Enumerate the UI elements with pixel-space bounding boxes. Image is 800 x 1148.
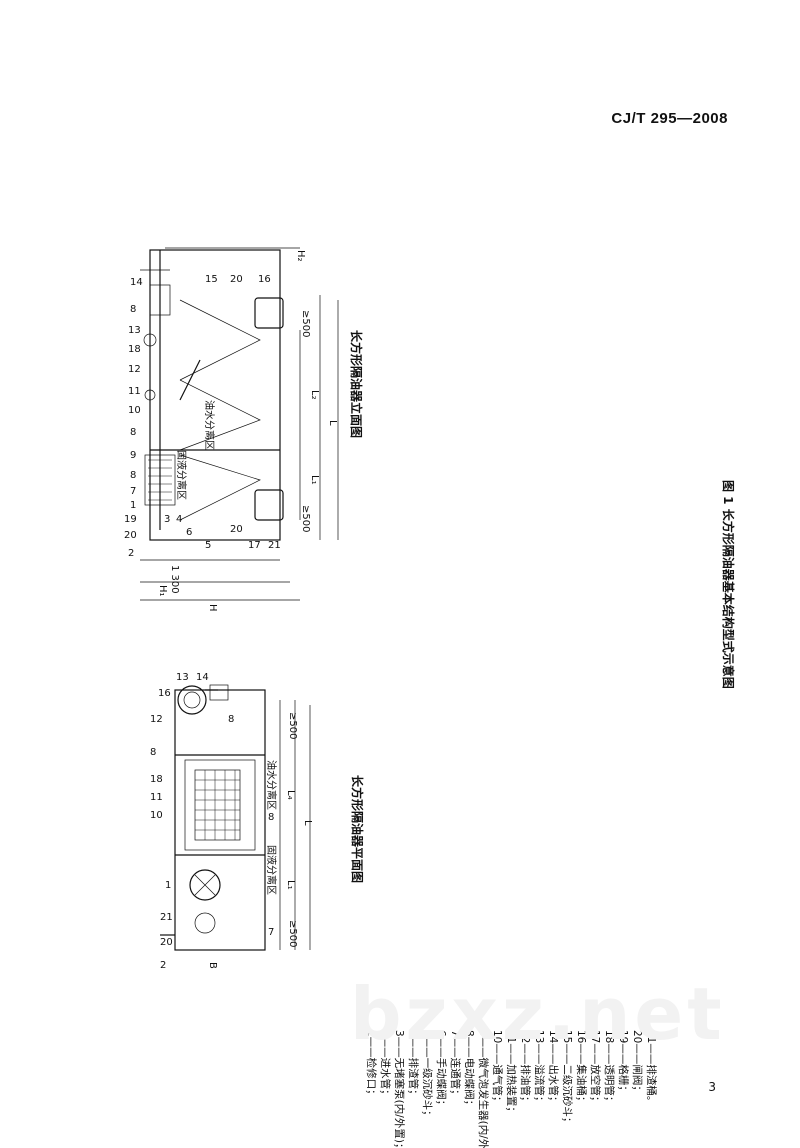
callout: 20: [230, 524, 243, 535]
legend-item: 13——溢流管；: [533, 1030, 546, 1106]
callout: 12: [150, 714, 163, 725]
callout: 11: [128, 386, 141, 397]
callout: 21: [160, 912, 173, 923]
callout: 20: [230, 274, 243, 285]
standard-number: CJ/T 295—2008: [611, 110, 728, 127]
legend-item: 15——二级沉砂斗；: [561, 1030, 574, 1127]
plan-view: 1 21 20 2 10 11 18 8 12 16 13 14 8 8 7 油…: [150, 672, 365, 971]
callout: 10: [128, 405, 141, 416]
callout: 20: [124, 530, 137, 541]
callout: 20: [160, 937, 173, 948]
page-number: 3: [708, 1080, 716, 1094]
callout: 8: [130, 304, 136, 315]
dimension-label: H₁: [157, 585, 168, 597]
legend-item: 8——电动蝶阀；: [463, 1030, 476, 1110]
legend-item: 1——检修口；: [365, 1030, 378, 1100]
callout: 14: [130, 277, 143, 288]
callout: 13: [176, 672, 189, 683]
legend-item: 11——加热装置；: [505, 1030, 518, 1117]
callout: 2: [128, 548, 134, 559]
elevation-body: [149, 249, 281, 541]
elevation-view: 14 8 13 18 12 11 10 8 9 8 7 1 19 20 2 16…: [124, 247, 364, 612]
watermark: bzxz.net: [350, 972, 726, 1056]
callout: 8: [130, 470, 136, 481]
dimension-label: L₁: [285, 880, 296, 890]
legend-item: 9——微气泡发生器(内/外置)；: [477, 1030, 490, 1148]
legend-item: 17——放空管；: [589, 1030, 602, 1106]
legend-item: 18——透明管；: [603, 1030, 616, 1106]
inspection-port: [189, 869, 221, 901]
callout: 15: [205, 274, 218, 285]
callout: 1: [165, 880, 171, 891]
callout: 2: [160, 960, 166, 971]
callout: 5: [205, 540, 211, 551]
callout: 8: [130, 427, 136, 438]
callout: 13: [128, 325, 141, 336]
legend-item: 4——排渣管；: [407, 1030, 420, 1100]
dimension-label: ≥500: [287, 920, 298, 947]
dimension-label: L₂: [309, 390, 320, 400]
dimension-label: ≥500: [300, 310, 311, 337]
oil-tank: [254, 297, 284, 329]
mesh-area: [194, 769, 241, 841]
dimension-label: L₁: [309, 475, 320, 485]
legend-item: 6——手动蝶阀；: [435, 1030, 448, 1110]
callout: 12: [128, 364, 141, 375]
dimension-label: H₂: [295, 250, 306, 262]
callout: 21: [268, 540, 281, 551]
callout: 8: [268, 812, 274, 823]
plan-title: 长方形隔油器平面图: [350, 775, 365, 883]
callout: 18: [128, 344, 141, 355]
callout: 11: [150, 792, 163, 803]
legend-item: 20——闸阀；: [631, 1030, 644, 1096]
callout: 10: [150, 810, 163, 821]
legend-item: 3——无堵塞泵(内/外置)；: [393, 1030, 406, 1148]
callout: 7: [268, 927, 274, 938]
callout: 7: [130, 486, 136, 497]
dimension-label: B: [207, 962, 218, 969]
zone-label: 油水分离区: [265, 760, 278, 810]
legend: 1——检修口； 2——进水管； 3——无堵塞泵(内/外置)； 4——排渣管； 5…: [365, 1030, 658, 1148]
callout: 3: [164, 514, 170, 525]
legend-item: 2——进水管；: [379, 1030, 392, 1100]
zone-label: 固液分离区: [175, 450, 188, 500]
legend-item: 14——出水管；: [547, 1030, 560, 1106]
residue-tank: [254, 489, 284, 521]
plan-body: [174, 689, 266, 951]
callout: 1: [130, 500, 136, 511]
dimension-label: L₄: [285, 790, 296, 800]
legend-item: 12——排油管；: [519, 1030, 532, 1106]
legend-item: 7——连通管；: [449, 1030, 462, 1100]
legend-item: 19——格栅；: [617, 1030, 630, 1096]
zone-label: 油水分离区: [203, 400, 216, 450]
callout: 18: [150, 774, 163, 785]
dimension-label: ≥500: [287, 712, 298, 739]
callout: 8: [150, 747, 156, 758]
callout: 16: [258, 274, 271, 285]
callout: 14: [196, 672, 209, 683]
callout: 4: [176, 514, 182, 525]
dimension-label: H: [207, 604, 218, 612]
dimension-label: ≥500: [300, 505, 311, 532]
legend-item: 16——集油桶；: [575, 1030, 588, 1106]
legend-item: 21——排渣桶。: [645, 1030, 658, 1106]
callout: 6: [186, 527, 192, 538]
dimension-label: L: [327, 420, 338, 426]
dimension-label: 1 300: [169, 565, 180, 594]
zone-label: 固液分离区: [265, 845, 278, 895]
callout: 19: [124, 514, 137, 525]
callout: 16: [158, 688, 171, 699]
legend-item: 5——一级沉砂斗；: [421, 1030, 434, 1121]
callout: 8: [228, 714, 234, 725]
figure-caption: 图 1 长方形隔油器基本结构型式示意图: [721, 480, 736, 689]
dimension-label: L: [302, 820, 313, 826]
callout: 9: [130, 450, 136, 461]
legend-item: 10——通气管；: [491, 1030, 504, 1106]
callout: 17: [248, 540, 261, 551]
elevation-title: 长方形隔油器立面图: [349, 330, 364, 438]
